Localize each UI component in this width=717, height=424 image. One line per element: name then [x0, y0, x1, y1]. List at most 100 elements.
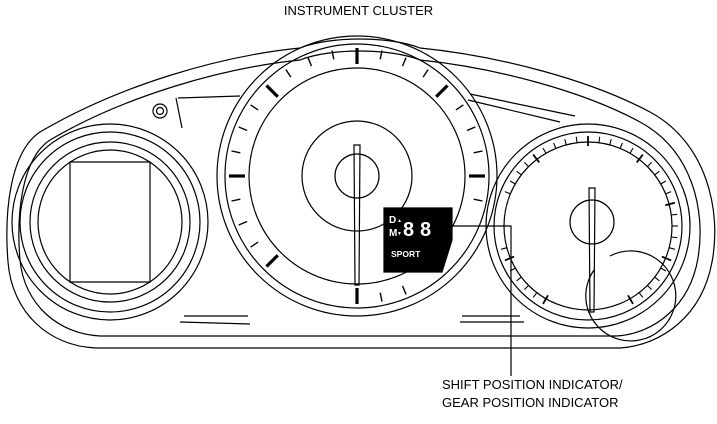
- reset-knob-inner: [155, 106, 165, 116]
- left-gauge-ring-1: [11, 123, 209, 321]
- gauge-minor-tick: [671, 236, 678, 239]
- gauge-minor-tick: [250, 241, 259, 248]
- gauge-minor-tick: [231, 198, 241, 202]
- shift-position-indicator: D ▲ M ▼ 8 8 SPORT: [383, 207, 453, 273]
- left-gauge-ring-4: [37, 149, 183, 295]
- gauge-minor-tick: [660, 180, 667, 185]
- indicator-gear-digit-2: 8: [420, 219, 431, 241]
- callout-label-line-1: SHIFT POSITION INDICATOR/: [442, 377, 623, 392]
- gauge-major-tick: [635, 154, 644, 164]
- callout-label: SHIFT POSITION INDICATOR/ GEAR POSITION …: [442, 376, 623, 412]
- gauge-minor-tick: [647, 162, 652, 167]
- gauge-minor-tick: [509, 180, 516, 185]
- upper-panel-line-right-2: [467, 99, 561, 123]
- center-gauge-ticks: [229, 48, 485, 304]
- left-gauge-display-window: [69, 161, 151, 283]
- gauge-minor-tick: [532, 292, 538, 298]
- gauge-minor-tick: [668, 247, 676, 250]
- gauge-minor-tick: [609, 138, 612, 146]
- gauge-major-tick: [627, 294, 634, 305]
- gauge-minor-tick: [401, 285, 407, 295]
- gauge-minor-tick: [504, 191, 511, 195]
- right-gauge-inner-arc: [585, 250, 677, 342]
- gauge-minor-tick: [466, 126, 476, 132]
- gauge-minor-tick: [231, 150, 241, 154]
- indicator-gear-digit-1: 8: [403, 219, 414, 241]
- right-gauge-needle: [588, 187, 596, 313]
- gauge-minor-tick: [542, 147, 547, 154]
- right-gauge: [485, 123, 691, 342]
- indicator-shift-d: D: [389, 215, 396, 226]
- center-gauge-needle: [353, 144, 361, 286]
- right-gauge-outer-ring: [485, 123, 691, 329]
- gauge-minor-tick: [401, 57, 407, 67]
- callout-label-line-2: GEAR POSITION INDICATOR: [442, 395, 619, 410]
- gauge-major-tick: [504, 255, 515, 262]
- upper-panel-line-right: [469, 93, 576, 117]
- lower-panel-line-left-2: [179, 321, 251, 325]
- gauge-minor-tick: [516, 170, 522, 176]
- gauge-minor-tick: [285, 69, 292, 78]
- diagram-title: INSTRUMENT CLUSTER: [283, 3, 434, 18]
- gauge-minor-tick: [665, 191, 672, 195]
- reset-knob-outer: [152, 103, 168, 119]
- gauge-minor-tick: [524, 162, 529, 167]
- center-gauge-hub: [334, 153, 380, 199]
- gauge-minor-tick: [238, 220, 248, 226]
- right-gauge-ring-2: [493, 131, 683, 321]
- right-gauge-hub: [569, 199, 615, 245]
- upper-panel-line-left: [177, 95, 241, 99]
- gauge-minor-tick: [473, 198, 483, 202]
- center-gauge-outer-ring: [216, 35, 498, 317]
- gauge-minor-tick: [331, 50, 335, 60]
- gauge-minor-tick: [473, 150, 483, 154]
- gauge-major-tick: [665, 201, 676, 207]
- gauge-minor-tick: [553, 142, 557, 149]
- indicator-mode-label: SPORT: [391, 249, 421, 259]
- gauge-minor-tick: [250, 104, 259, 111]
- indicator-panel: [383, 207, 453, 273]
- gauge-minor-tick: [379, 50, 383, 60]
- gauge-minor-tick: [671, 213, 678, 216]
- gauge-minor-tick: [307, 57, 313, 67]
- gauge-minor-tick: [379, 292, 383, 302]
- gauge-minor-tick: [654, 170, 660, 176]
- center-gauge-dial-ring: [248, 67, 466, 285]
- gauge-minor-tick: [422, 69, 429, 78]
- gauge-minor-tick: [629, 147, 634, 154]
- gauge-major-tick: [435, 84, 449, 98]
- gauge-major-tick: [532, 154, 541, 164]
- gauge-major-tick: [265, 254, 279, 268]
- left-gauge-ring-3: [29, 141, 191, 303]
- gauge-minor-tick: [638, 292, 644, 298]
- gauge-minor-tick: [238, 126, 248, 132]
- gauge-minor-tick: [516, 276, 522, 282]
- gauge-minor-tick: [598, 136, 601, 143]
- left-gauge: [11, 123, 209, 321]
- gauge-minor-tick: [524, 285, 529, 290]
- gauge-minor-tick: [654, 276, 660, 282]
- indicator-shift-m: M: [389, 228, 397, 239]
- gauge-minor-tick: [660, 267, 667, 272]
- gauge-minor-tick: [500, 247, 508, 250]
- indicator-triangle-up: ▲: [397, 218, 402, 224]
- gauge-major-tick: [661, 255, 672, 262]
- center-gauge-dial-inner: [301, 120, 413, 232]
- gauge-minor-tick: [647, 285, 652, 290]
- indicator-triangle-down: ▼: [397, 231, 402, 237]
- gauge-minor-tick: [575, 136, 578, 143]
- upper-panel-line-left-2: [175, 97, 183, 129]
- right-gauge-ticks: [500, 136, 678, 305]
- cluster-inner-outline: [18, 50, 701, 337]
- center-gauge: [216, 35, 498, 317]
- gauge-minor-tick: [619, 142, 623, 149]
- center-gauge-ring-2: [224, 43, 490, 309]
- gauge-minor-tick: [564, 138, 567, 146]
- gauge-major-tick: [265, 84, 279, 98]
- right-gauge-dial-ring: [503, 141, 673, 311]
- callout-leader-line: [444, 225, 512, 376]
- gauge-major-tick: [542, 294, 549, 305]
- gauge-minor-tick: [455, 104, 464, 111]
- left-gauge-ring-2: [19, 131, 201, 313]
